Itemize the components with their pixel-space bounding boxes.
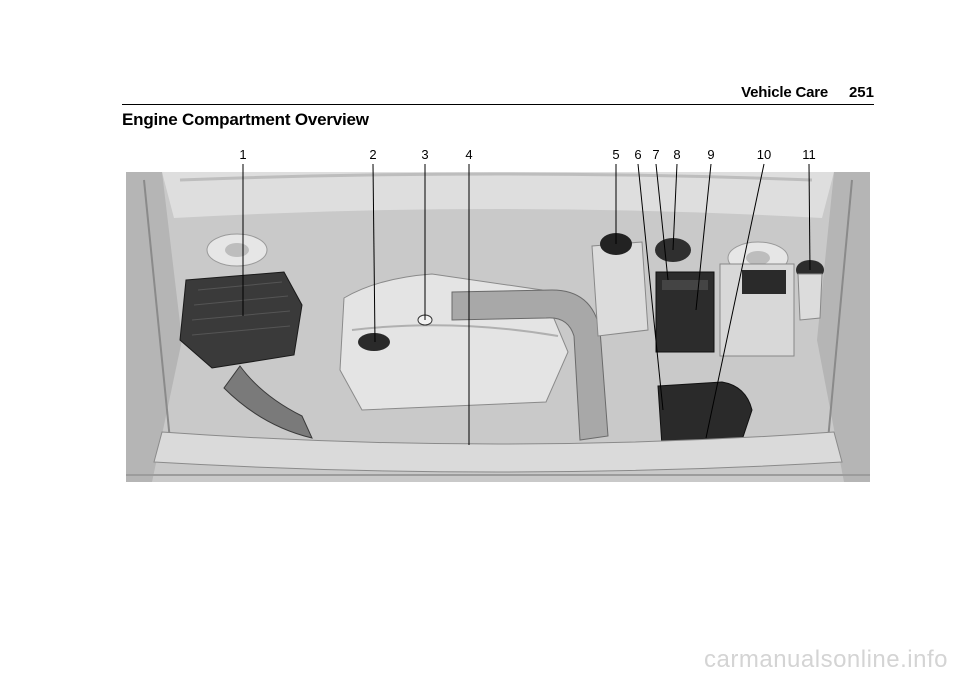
page-number: 251 xyxy=(848,84,874,101)
leader-lines xyxy=(242,163,811,445)
callout-7: 7 xyxy=(652,147,659,162)
callout-8: 8 xyxy=(673,147,680,162)
section-title: Engine Compartment Overview xyxy=(122,110,369,129)
callout-1: 1 xyxy=(239,147,246,162)
watermark: carmanualsonline.info xyxy=(704,646,948,673)
callout-3: 3 xyxy=(421,147,428,162)
callout-10: 10 xyxy=(757,147,771,162)
callout-6: 6 xyxy=(634,147,641,162)
callout-numbers: 1 2 3 4 5 6 7 8 9 10 11 xyxy=(239,147,815,162)
engine-compartment-figure: 1 2 3 4 5 6 7 8 9 10 11 xyxy=(122,140,874,485)
callout-5: 5 xyxy=(612,147,619,162)
callout-2: 2 xyxy=(369,147,376,162)
page-header: Vehicle Care 251 xyxy=(122,82,874,105)
engine-photo xyxy=(126,172,870,482)
section-label: Vehicle Care xyxy=(741,84,828,101)
callout-9: 9 xyxy=(707,147,714,162)
callout-4: 4 xyxy=(465,147,472,162)
callout-11: 11 xyxy=(802,147,816,162)
